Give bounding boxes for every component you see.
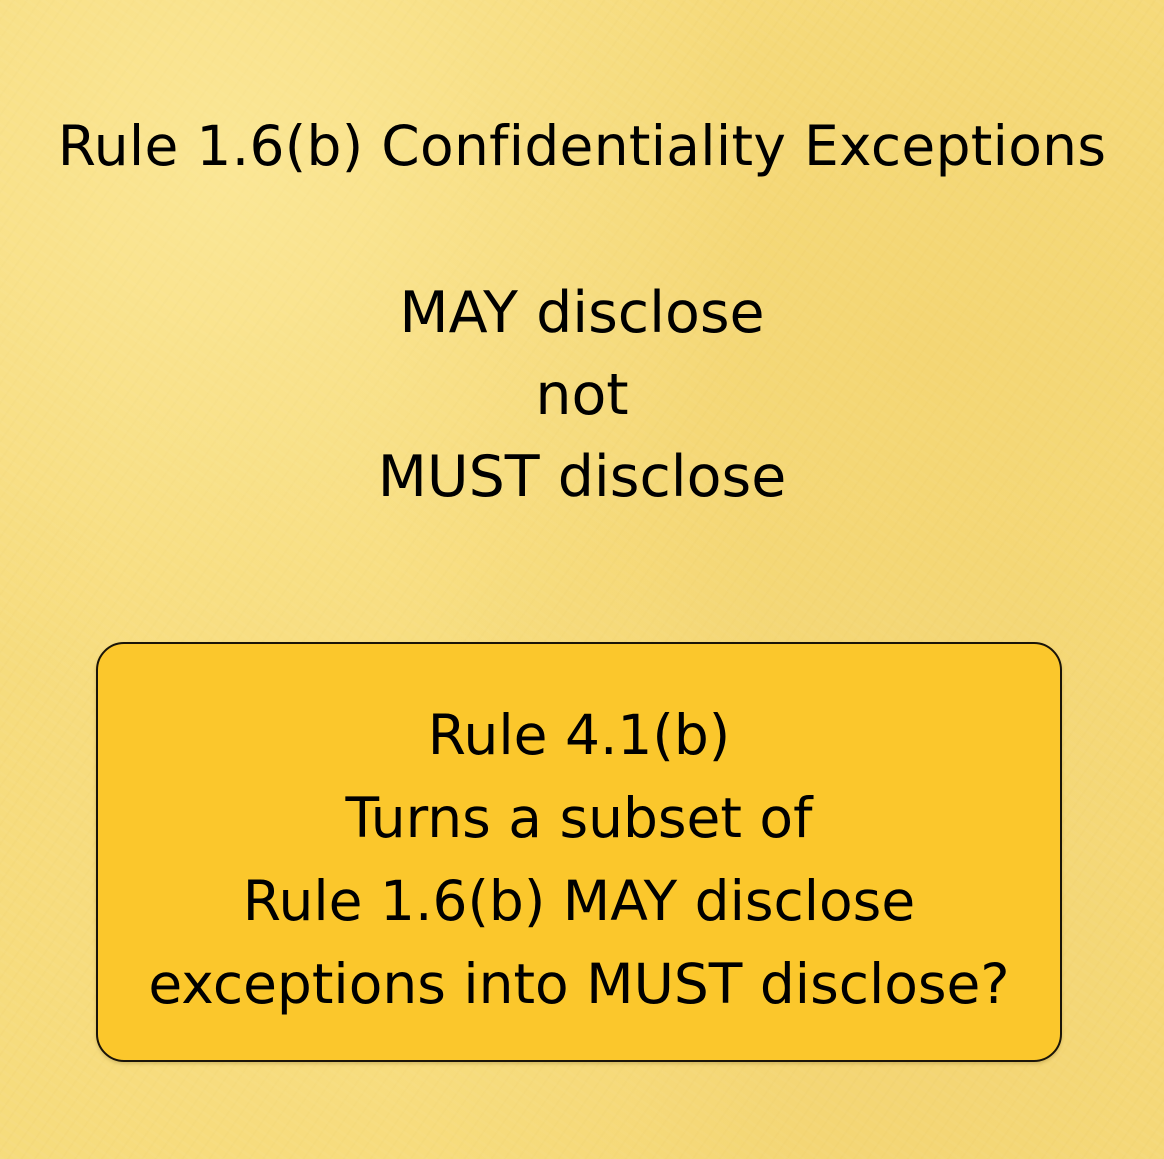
slide-title: Rule 1.6(b) Confidentiality Exceptions xyxy=(57,114,1107,178)
callout-line-rule: Rule 4.1(b) xyxy=(427,703,731,767)
callout-box: Rule 4.1(b) Turns a subset of Rule 1.6(b… xyxy=(96,642,1062,1062)
callout-line-subset: Turns a subset of xyxy=(345,786,813,850)
comparison-line-must: MUST disclose xyxy=(377,444,787,510)
comparison-line-not: not xyxy=(535,362,629,428)
callout-line-may: Rule 1.6(b) MAY disclose xyxy=(242,869,916,933)
callout-text: Rule 4.1(b) Turns a subset of Rule 1.6(b… xyxy=(98,694,1060,1026)
comparison-line-may: MAY disclose xyxy=(399,280,765,346)
callout-line-question: exceptions into MUST disclose? xyxy=(148,952,1010,1016)
comparison-text: MAY disclose not MUST disclose xyxy=(0,272,1164,518)
